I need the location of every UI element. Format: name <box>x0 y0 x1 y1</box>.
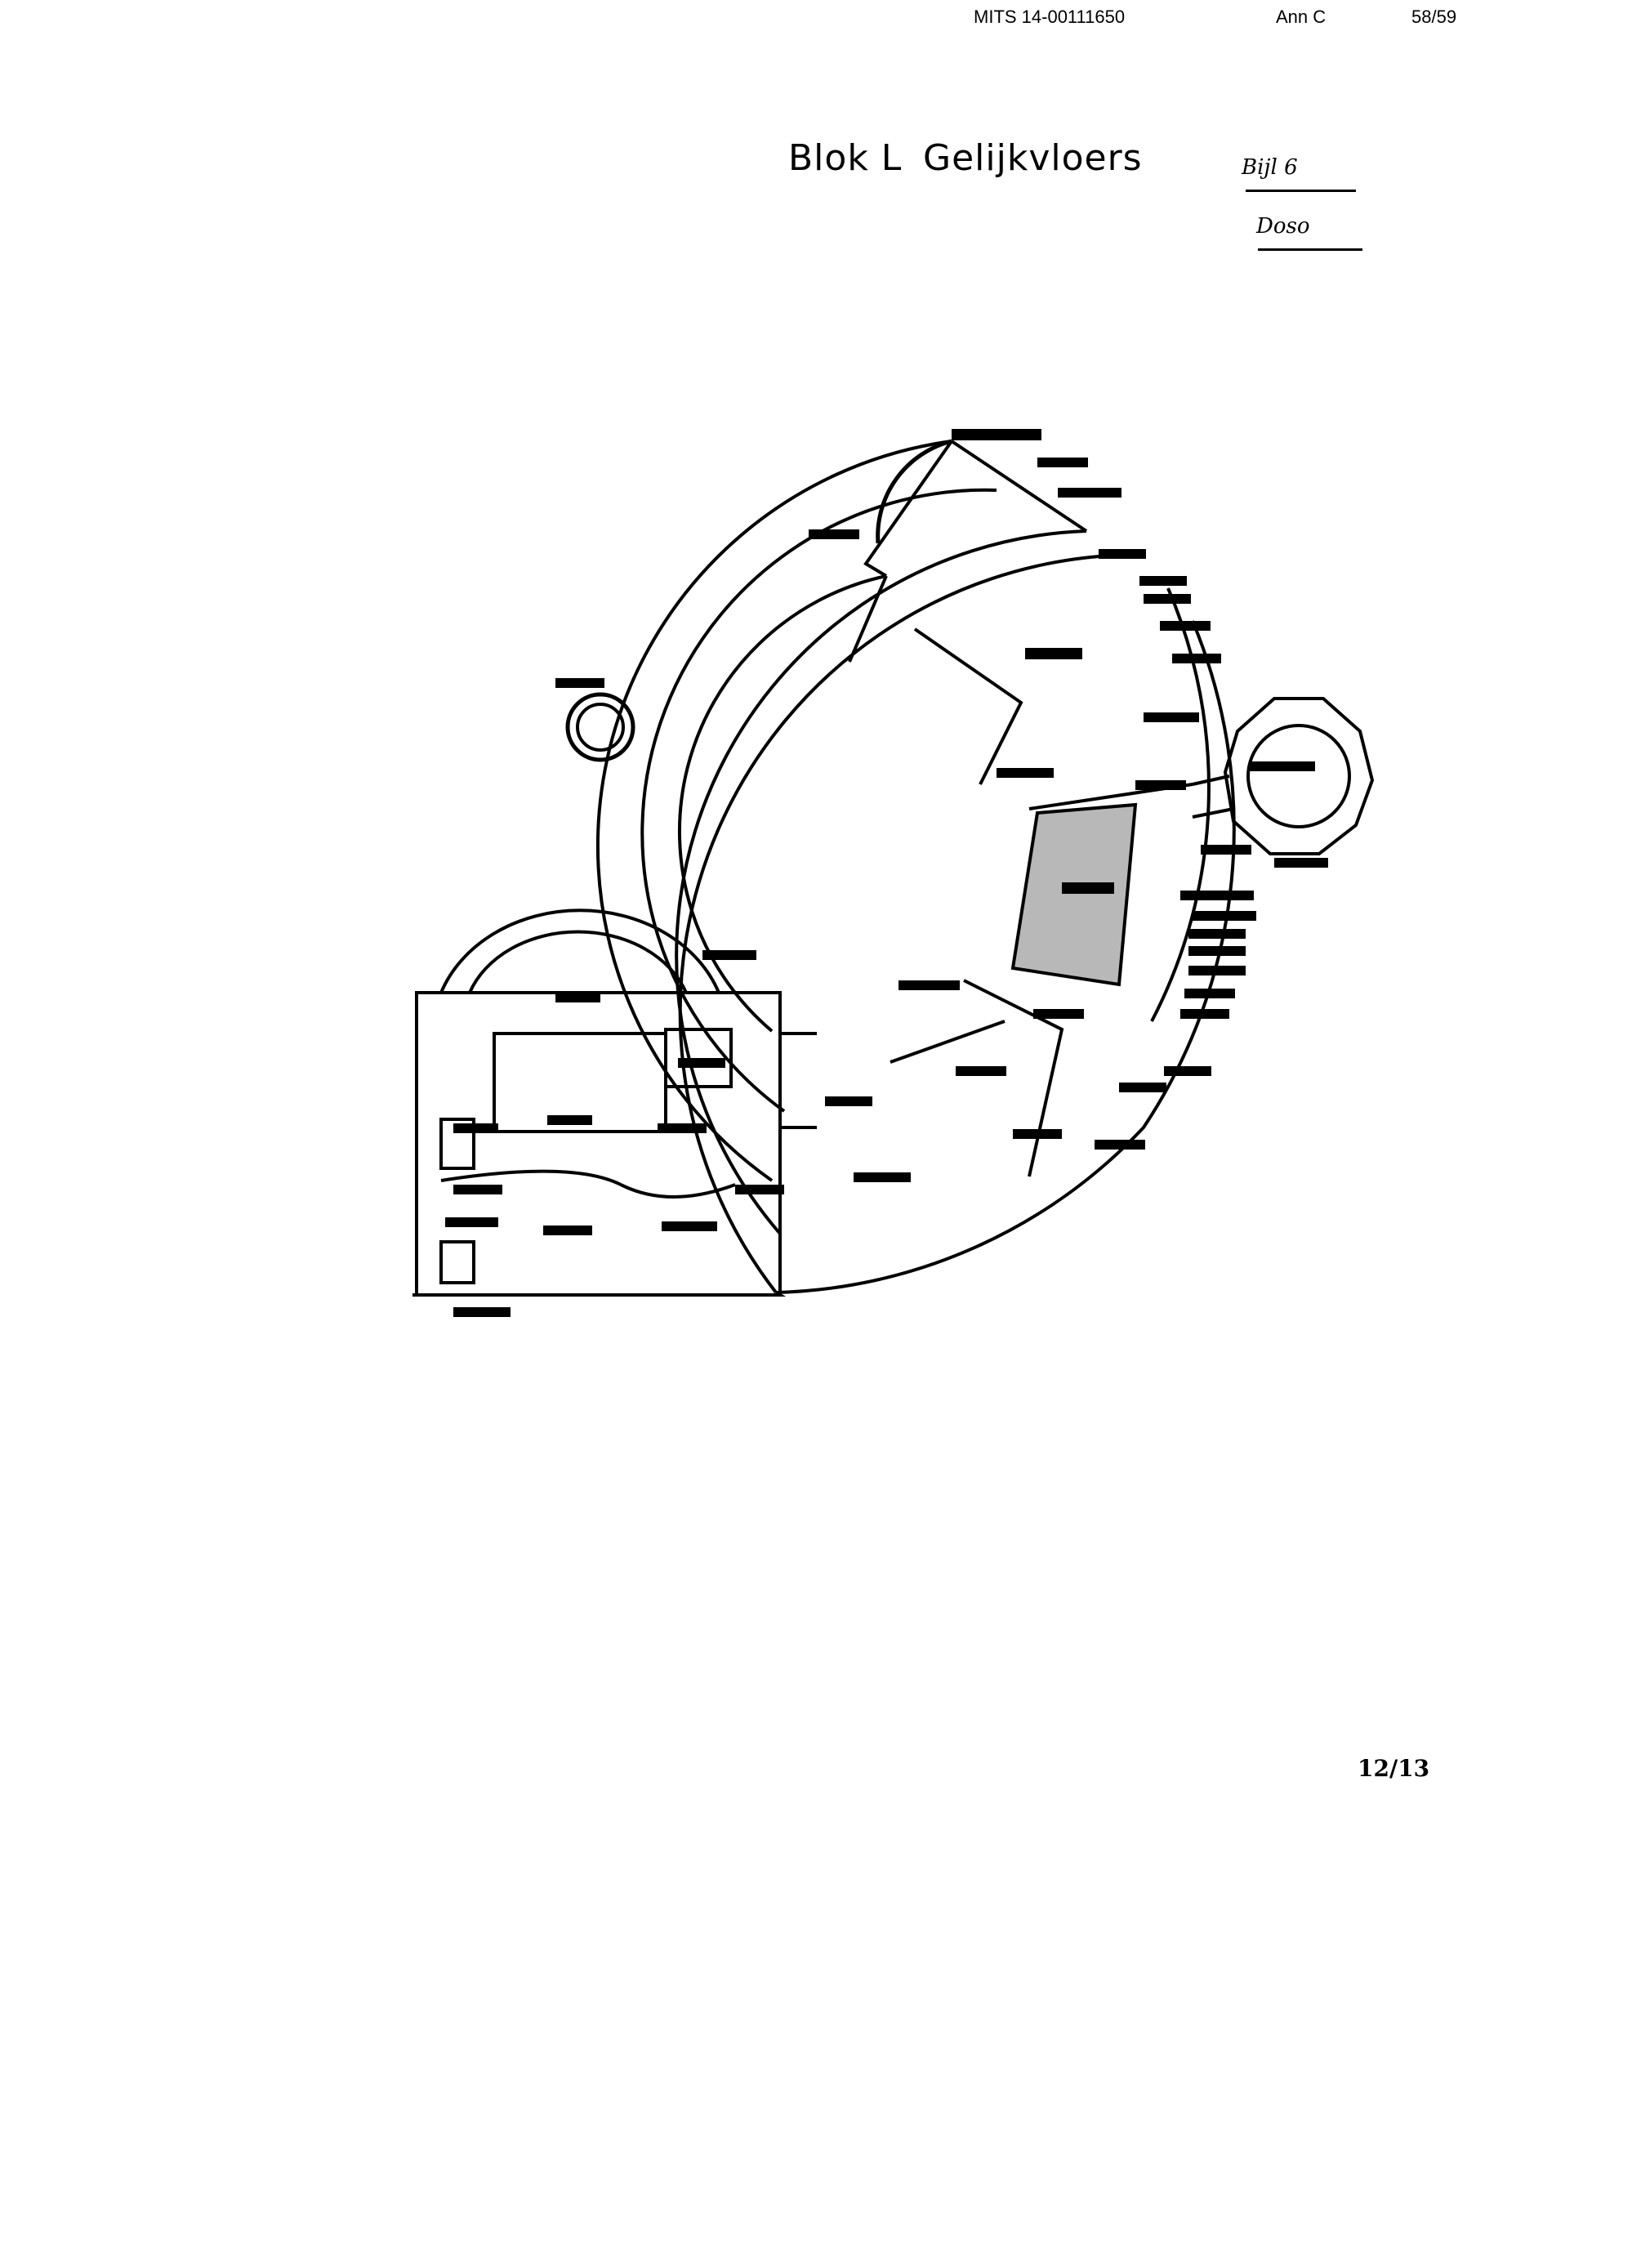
room-labels <box>445 429 1328 1317</box>
floor-title: Gelijkvloers <box>923 137 1143 179</box>
attachment-underline <box>1246 190 1356 192</box>
handwritten-note: Doso <box>1256 214 1310 239</box>
block-title: Blok L <box>788 137 903 179</box>
shaded-hall <box>1010 802 1138 987</box>
attachment-note: Bijl 6 <box>1242 155 1298 180</box>
annex-label: Ann C <box>1276 7 1327 27</box>
octagon-tower <box>1223 697 1375 855</box>
round-structure <box>565 692 635 762</box>
note-underline <box>1258 248 1362 251</box>
tower-inner-circle <box>1246 724 1351 828</box>
page-number: 12/13 <box>1358 1755 1430 1782</box>
curved-wing <box>595 439 1236 1294</box>
document-id: MITS 14-00111650 <box>974 7 1126 27</box>
fax-page-number: 58/59 <box>1411 7 1457 27</box>
left-block <box>412 909 817 1297</box>
